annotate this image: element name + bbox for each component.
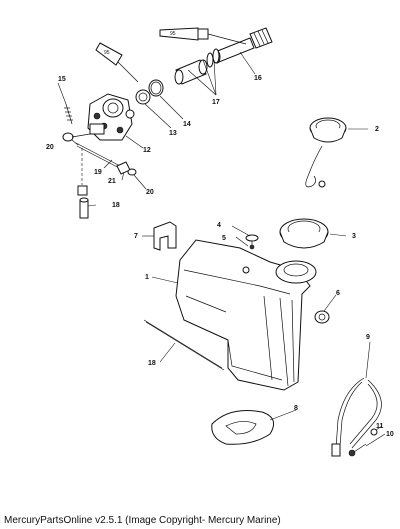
callout-18-lower: 18: [148, 360, 156, 367]
callout-20-left: 20: [46, 144, 54, 151]
part-18-pin-upper[interactable]: [77, 185, 89, 219]
callout-11: 11: [376, 423, 384, 430]
part-10-bolt[interactable]: [348, 443, 367, 457]
part-3-filler-neck-ring[interactable]: [279, 218, 329, 249]
lubricant-tube-left: 95: [95, 42, 139, 83]
tube-label-right: 95: [170, 31, 176, 37]
part-14-oring[interactable]: [148, 79, 164, 97]
callout-5: 5: [222, 235, 226, 242]
callout-18-upper: 18: [112, 202, 120, 209]
part-1-oil-tank[interactable]: [175, 239, 317, 391]
part-12-pump-body[interactable]: [87, 93, 135, 141]
callout-8: 8: [294, 405, 298, 412]
callout-12: 12: [143, 147, 151, 154]
part-8-mounting-pad[interactable]: [211, 410, 275, 445]
tube-label-left: 95: [104, 50, 110, 56]
part-7-bracket[interactable]: [153, 221, 177, 251]
callout-20-right: 20: [146, 189, 154, 196]
callout-3: 3: [352, 233, 356, 240]
image-copyright-caption: MercuryPartsOnline v2.5.1 (Image Copyrig…: [4, 515, 281, 526]
part-20-fitting-left[interactable]: [62, 132, 91, 142]
lubricant-tube-right: 95: [159, 27, 247, 45]
part-15-screw[interactable]: [64, 103, 73, 125]
callout-15: 15: [58, 76, 66, 83]
callout-17: 17: [212, 99, 220, 106]
part-16-shaft[interactable]: [213, 27, 273, 64]
callout-16: 16: [254, 75, 262, 82]
part-6-grommet[interactable]: [314, 310, 330, 324]
part-5-washer[interactable]: [249, 244, 255, 250]
callout-9: 9: [366, 334, 370, 341]
leader-lines: [57, 51, 386, 447]
part-18-rod-lower[interactable]: [143, 319, 225, 371]
part-4-screw[interactable]: [245, 234, 259, 248]
callout-4: 4: [217, 222, 221, 229]
part-13-seal[interactable]: [135, 89, 151, 105]
part-2-filler-cap[interactable]: [305, 117, 347, 188]
part-11-nut[interactable]: [370, 428, 378, 436]
callout-19: 19: [94, 169, 102, 176]
part-20-fitting-right[interactable]: [127, 168, 137, 176]
callout-14: 14: [183, 121, 191, 128]
callout-1: 1: [145, 274, 149, 281]
callout-13: 13: [169, 130, 177, 137]
callout-10: 10: [386, 431, 394, 438]
callout-2: 2: [375, 126, 379, 133]
callout-numbers: 15 16 17 14 13 12 20 19 21 20 18 2 4 5 3…: [46, 75, 394, 438]
exploded-parts-diagram: 95 95: [46, 27, 394, 457]
callout-6: 6: [336, 290, 340, 297]
callout-21: 21: [108, 178, 116, 185]
callout-7: 7: [134, 233, 138, 240]
part-9-strap[interactable]: [331, 377, 382, 457]
part-17-sleeve[interactable]: [174, 48, 220, 85]
